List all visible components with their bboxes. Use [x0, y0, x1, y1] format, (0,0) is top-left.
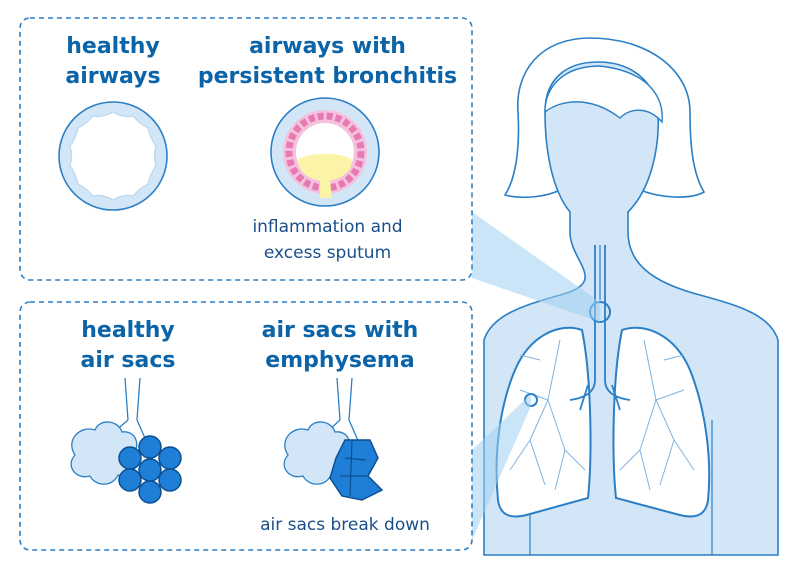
- healthy-air-sacs-heading: healthy air sacs: [58, 316, 198, 376]
- healthy-airway-cross-section-icon: [58, 101, 168, 211]
- healthy-air-sacs-heading-line1: healthy: [81, 318, 175, 343]
- bronchitis-airways-heading-line2: persistent bronchitis: [197, 64, 458, 89]
- emphysema-heading-line1: air sacs with: [261, 318, 419, 343]
- bronchitis-airways-heading-line1: airways with: [249, 34, 406, 59]
- emphysema-note-text: air sacs break down: [260, 515, 430, 535]
- figure-hair-fringe: [544, 65, 663, 124]
- left-lung: [495, 326, 592, 518]
- bronchitis-note: inflammation and excess sputum: [220, 214, 435, 266]
- bronchitis-note-line1: inflammation and: [252, 217, 403, 237]
- air-sac-zoom-beam: [472, 394, 531, 540]
- healthy-airways-heading: healthy airways: [48, 32, 178, 92]
- bronchitis-airways-heading: airways with persistent bronchitis: [195, 32, 460, 92]
- healthy-airways-heading-line1: healthy: [66, 34, 160, 59]
- healthy-air-sacs-heading-line2: air sacs: [80, 348, 176, 373]
- emphysema-heading-line2: emphysema: [265, 348, 415, 373]
- bronchitis-note-line2: excess sputum: [263, 243, 392, 263]
- trachea: [569, 245, 631, 411]
- emphysema-note: air sacs break down: [230, 512, 460, 538]
- healthy-alveoli-cluster-icon: [70, 377, 182, 504]
- inflamed-airway-cross-section-icon: [270, 97, 380, 207]
- airway-zoom-beam: [472, 212, 600, 322]
- right-lung: [612, 326, 711, 518]
- emphysema-heading: air sacs with emphysema: [250, 316, 430, 376]
- airways-panel: [19, 17, 473, 281]
- healthy-airways-heading-line2: airways: [65, 64, 161, 89]
- emphysema-alveoli-cluster-icon: [283, 377, 384, 501]
